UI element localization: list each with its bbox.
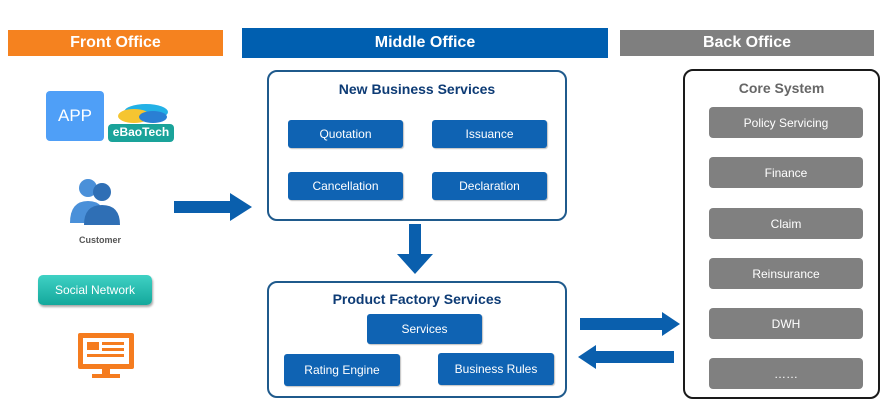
- arrow-right-icon: [174, 193, 252, 221]
- back-office-header: Back Office: [620, 30, 874, 56]
- claim-button[interactable]: Claim: [709, 208, 863, 239]
- arrow-right-icon: [580, 312, 680, 336]
- arrow-left-icon: [578, 345, 674, 369]
- business-rules-button[interactable]: Business Rules: [438, 353, 554, 385]
- customer-icon: [70, 179, 120, 225]
- arrow-down-icon: [397, 224, 433, 274]
- core-system-title: Core System: [738, 80, 825, 96]
- customer-label: Customer: [78, 235, 121, 245]
- quotation-button[interactable]: Quotation: [288, 120, 403, 148]
- rating-engine-button[interactable]: Rating Engine: [284, 354, 400, 386]
- reinsurance-button[interactable]: Reinsurance: [709, 258, 863, 289]
- dwh-button[interactable]: DWH: [709, 308, 863, 339]
- app-tile: APP: [46, 91, 104, 141]
- social-network-button: Social Network: [38, 275, 152, 305]
- more-button[interactable]: ……: [709, 358, 863, 389]
- front-office-header: Front Office: [8, 30, 223, 56]
- cancellation-button[interactable]: Cancellation: [288, 172, 403, 200]
- middle-office-header: Middle Office: [242, 28, 608, 58]
- monitor-icon: [78, 333, 134, 378]
- finance-button[interactable]: Finance: [709, 157, 863, 188]
- logo-text: eBaoTech: [112, 125, 170, 139]
- monitor-graphic: [76, 331, 136, 379]
- issuance-button[interactable]: Issuance: [432, 120, 547, 148]
- customer-graphic: [64, 175, 128, 227]
- cloud-logo-icon: [108, 104, 174, 142]
- declaration-button[interactable]: Declaration: [432, 172, 547, 200]
- ebaotech-logo: eBaoTech: [106, 98, 176, 144]
- services-button[interactable]: Services: [367, 314, 482, 344]
- policy-servicing-button[interactable]: Policy Servicing: [709, 107, 863, 138]
- product-factory-title: Product Factory Services: [332, 291, 502, 307]
- new-business-title: New Business Services: [338, 81, 496, 97]
